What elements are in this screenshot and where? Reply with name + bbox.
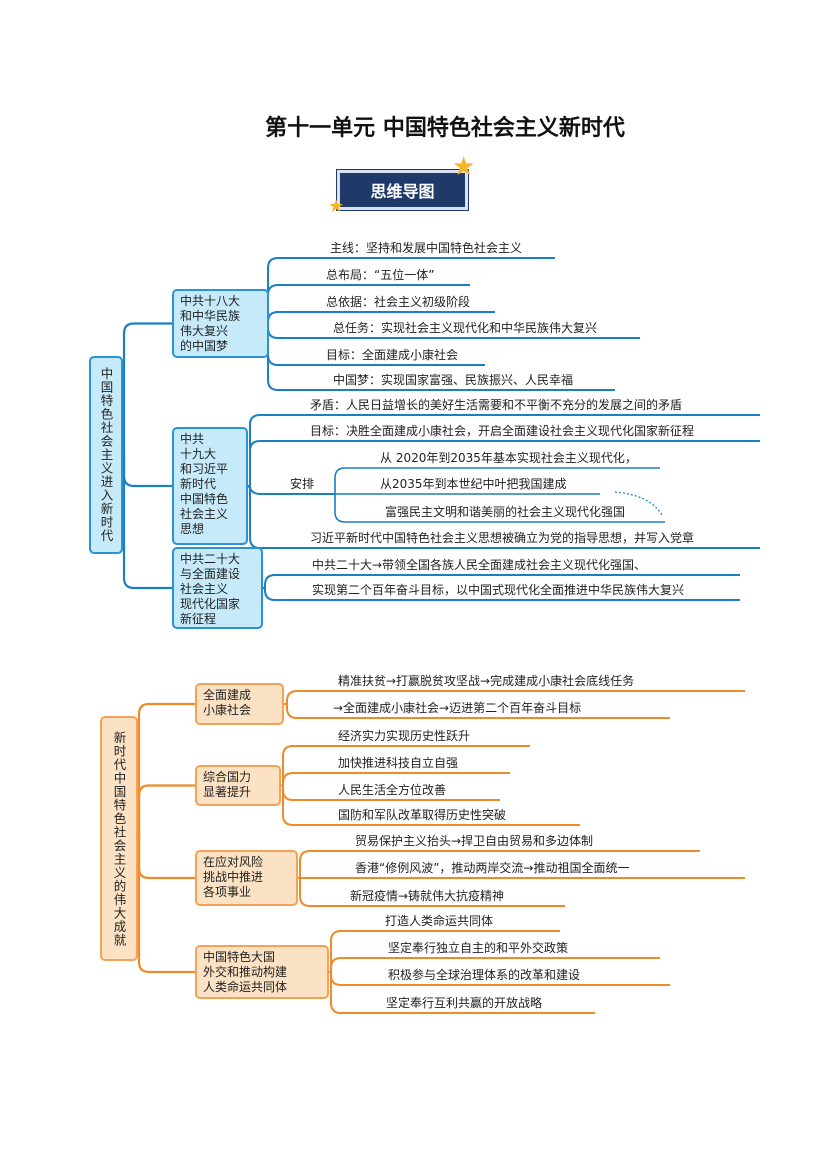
map1-leaf-text: 安排 [290,477,315,491]
connector-line [281,772,510,787]
map1-leaf-text: 目标：全面建成小康社会 [326,348,459,362]
connector-line [334,467,660,494]
connector-line [284,703,670,719]
map2-leaf-text: 人民生活全方位改善 [338,783,447,797]
connector-line [122,453,172,590]
connector-line [137,837,195,974]
connector-line [122,322,172,457]
connector-line [137,702,195,840]
map2-leaf-text: 香港“修例风波”，推动两岸交流→推动祖国全面统一 [355,861,630,875]
connector-line [137,837,195,880]
connector-line [281,745,530,787]
connector-line [329,971,595,1014]
map1-leaf-text: 习近平新时代中国特色社会主义思想被确立为党的指导思想，并写入党章 [310,531,695,545]
map1-arrangement-text: 从2035年到本世纪中叶把我国建成 [380,477,567,491]
map1-branch-node: 中共二十大 与全面建设 社会主义 现代化国家 新征程 [172,547,263,629]
map1-arrangement-text: 从 2020年到2035年基本实现社会主义现代化， [380,451,637,465]
map2-branch-node: 在应对风险 挑战中推进 各项事业 [195,850,298,906]
map2-leaf-text: 坚定奉行独立自主的和平外交政策 [388,941,569,955]
map2-leaf-text: 精准扶贫→打赢脱贫攻坚战→完成建成小康社会底线任务 [338,674,635,688]
map1-branch-node: 中共 十九大 和习近平 新时代 中国特色 社会主义 思想 [172,427,248,545]
connector-line [263,587,740,601]
map2-leaf-text: 加快推进科技自立自强 [338,756,459,770]
map2-leaf-text: 打造人类命运共同体 [385,914,494,928]
map2-branch-node: 综合国力 显著提升 [195,765,281,806]
connector-line [334,494,665,523]
map1-leaf-text: 主线：坚持和发展中国特色社会主义 [330,241,523,255]
connector-line [122,453,172,488]
map1-leaf-text: 中国梦：实现国家富强、民族振兴、人民幸福 [333,373,574,387]
star-icon: ★ [328,196,345,217]
map2-leaf-text: 贸易保护主义抬头→捍卫自由贸易和多边体制 [355,834,594,848]
connector-line [298,850,700,879]
mind-map-badge: 思维导图 [337,170,468,210]
connector-line [267,322,615,391]
map2-leaf-text: 经济实力实现历史性跃升 [338,729,471,743]
star-icon: ★ [452,152,476,182]
map2-root-node: 新时代中国特色社会主义的伟大成就 [100,716,138,961]
map1-arrangement-text: 富强民主文明和谐美丽的社会主义现代化强国 [385,505,626,519]
map1-leaf-text: 中共二十大→带领全国各族人民全面建成社会主义现代化强国、 [312,558,647,572]
map2-branch-node: 全面建成 小康社会 [195,683,284,725]
connector-line [248,440,760,487]
map1-root-node: 中国特色社会主义进入新时代 [89,356,123,554]
connector-line [263,574,740,589]
map2-leaf-text: 积极参与全球治理体系的改革和建设 [388,968,581,982]
connector-line [284,690,745,705]
map2-leaf-text: 坚定奉行互利共赢的开放战略 [386,996,543,1010]
map1-leaf-text: 总任务：实现社会主义现代化和中华民族伟大复兴 [333,321,598,335]
connector-line [329,957,660,973]
connector-line [329,930,560,973]
connector-line [298,877,565,907]
map1-leaf-text: 实现第二个百年奋斗目标，以中国式现代化全面推进中华民族伟大复兴 [312,583,685,597]
map2-leaf-text: 新冠疫情→铸就伟大抗疫精神 [350,889,505,903]
map1-branch-node: 中共十八大 和中华民族 伟大复兴 的中国梦 [172,289,269,358]
connector-line [281,784,580,826]
connector-line [614,491,663,516]
map1-leaf-text: 总布局：“五位一体” [326,268,435,282]
map2-leaf-text: 国防和军队改革取得历史性突破 [338,808,507,822]
map2-branch-node: 中国特色大国 外交和推动构建 人类命运共同体 [195,945,329,999]
map1-leaf-text: 矛盾：人民日益增长的美好生活需要和不平衡不充分的发展之间的矛盾 [310,398,683,412]
connector-line [267,257,555,325]
map1-leaf-text: 总依据：社会主义初级阶段 [326,295,471,309]
connector-line [248,414,760,487]
page-title: 第十一单元 中国特色社会主义新时代 [265,116,625,141]
map2-leaf-text: →全面建成小康社会→迈进第二个百年奋斗目标 [333,701,582,715]
connector-line [137,784,195,840]
map1-leaf-text: 目标：决胜全面建成小康社会，开启全面建设社会主义现代化国家新征程 [310,424,695,438]
